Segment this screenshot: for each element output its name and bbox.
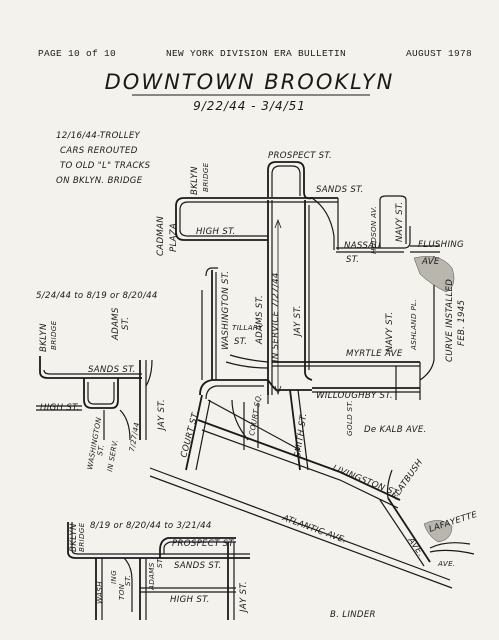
inset2-high-st-label: HIGH ST. [170, 595, 210, 605]
willoughby-st-label: WILLOUGHBY ST. [316, 391, 393, 401]
inset1-high-st-label: HIGH ST. [40, 403, 80, 413]
inset2-adams-st-label: ST. [155, 557, 164, 568]
lafayette-ave-label: AVE. [437, 559, 456, 568]
lafayette-label: LAFAYETTE [428, 510, 479, 535]
inset-2-tracks [67, 522, 250, 620]
jay-st-label: JAY ST. [293, 305, 303, 338]
inset2-bklyn-label: BKLYN [69, 523, 79, 552]
inset1-adams-label: ADAMS [111, 307, 121, 341]
navy-st-label: NAVY ST. [395, 201, 405, 242]
reroute-note-line-1: 12/16/44-TROLLEY [56, 131, 141, 141]
inset1-washington-st-label: ST. [95, 444, 106, 457]
curve-note-2: FEB. 1945 [457, 300, 467, 346]
dekalb-ave-label: De KALB AVE. [364, 425, 427, 435]
in-service-label: IN SERVICE 7/27/44 [271, 272, 281, 362]
reroute-note-line-2: CARS REROUTED [60, 146, 138, 156]
main-map-tracks [149, 161, 475, 589]
inset1-jay-st-label: JAY ST. [157, 399, 167, 432]
smith-st-label: SMITH ST. [293, 412, 309, 458]
curve-hatch [413, 256, 455, 543]
author-signature: B. LINDER [330, 610, 376, 620]
prospect-st-label: PROSPECT ST. [268, 151, 332, 161]
nassau-st-label: ST. [346, 255, 359, 265]
in-service-arrows [274, 218, 282, 396]
inset2-ing-label: ING [109, 570, 118, 584]
inset2-prospect-st-label: PROSPECT ST. [172, 539, 236, 549]
inset1-sands-st-label: SANDS ST. [88, 365, 136, 375]
adams-st-label: ADAMS ST. [255, 295, 265, 345]
flatbush-label: FLATBUSH [390, 458, 425, 502]
hudson-av-label: HUDSON AV. [369, 206, 378, 254]
bklyn-label: BKLYN [190, 166, 200, 195]
cadman-label: CADMAN [156, 216, 166, 256]
inset-1-dates: 5/24/44 to 8/19 or 8/20/44 [36, 291, 158, 301]
myrtle-ave-label: MYRTLE AVE [346, 349, 403, 359]
map-title: DOWNTOWN BROOKLYN [104, 70, 395, 94]
map-date-range: 9/22/44 - 3/4/51 [193, 99, 306, 113]
reroute-note-line-3: TO OLD "L" TRACKS [60, 161, 151, 171]
flushing-ave-label: AVE [421, 257, 440, 267]
street-labels: PROSPECT ST. SANDS ST. HIGH ST. CADMAN P… [39, 151, 479, 614]
inset-1-tracks [36, 356, 153, 441]
navy-st-2-label: NAVY ST. [385, 311, 395, 352]
court-sq-label: COURT SQ. [247, 393, 263, 437]
high-st-label: HIGH ST. [196, 227, 236, 237]
inset2-jay-st-label: JAY ST. [239, 581, 249, 614]
issue-date: AUGUST 1978 [406, 48, 473, 59]
nassau-label: NASSAU [344, 241, 381, 251]
inset2-st-label: ST. [123, 575, 132, 586]
bridge-label: BRIDGE [201, 162, 210, 192]
curve-note-1: CURVE INSTALLED [445, 279, 455, 362]
inset1-adams-st-label: ST. [121, 317, 131, 330]
publication-title: NEW YORK DIVISION ERA BULLETIN [166, 48, 347, 59]
notes: 12/16/44-TROLLEY CARS REROUTED TO OLD "L… [36, 131, 467, 620]
inset-2-dates: 8/19 or 8/20/44 to 3/21/44 [90, 521, 212, 531]
flatbush-ave-label: AVE. [405, 535, 426, 559]
tillary-st-label: ST. [234, 337, 247, 347]
sands-st-label: SANDS ST. [316, 185, 364, 195]
plaza-label: PLAZA [169, 223, 179, 252]
page-number: PAGE 10 of 10 [38, 48, 117, 59]
washington-st-label: WASHINGTON ST. [221, 271, 231, 350]
inset1-in-serv-label: IN SERV. [105, 439, 120, 473]
inset2-ton-label: TON [117, 583, 126, 600]
inset1-date-label: 7/27/44 [127, 421, 141, 452]
gold-st-label: GOLD ST. [345, 400, 354, 436]
inset2-wash-label: WASH [95, 581, 104, 604]
atlantic-ave-label: ATLANTIC AVE. [280, 513, 348, 546]
tillary-label: TILLARY [232, 323, 263, 332]
inset2-bridge-label: BRIDGE [77, 522, 86, 552]
reroute-note-line-4: ON BKLYN. BRIDGE [56, 176, 143, 186]
inset1-bridge-label: BRIDGE [49, 320, 58, 350]
inset2-adams-label: ADAMS [147, 562, 156, 591]
inset1-washington-label: WASHINGTON [85, 416, 103, 470]
inset1-bklyn-label: BKLYN [39, 323, 49, 352]
inset2-sands-st-label: SANDS ST. [174, 561, 222, 571]
court-st-label: COURT ST. [179, 410, 201, 459]
flushing-label: FLUSHING [418, 240, 464, 250]
ashland-pl-label: ASHLAND PL. [409, 299, 418, 351]
